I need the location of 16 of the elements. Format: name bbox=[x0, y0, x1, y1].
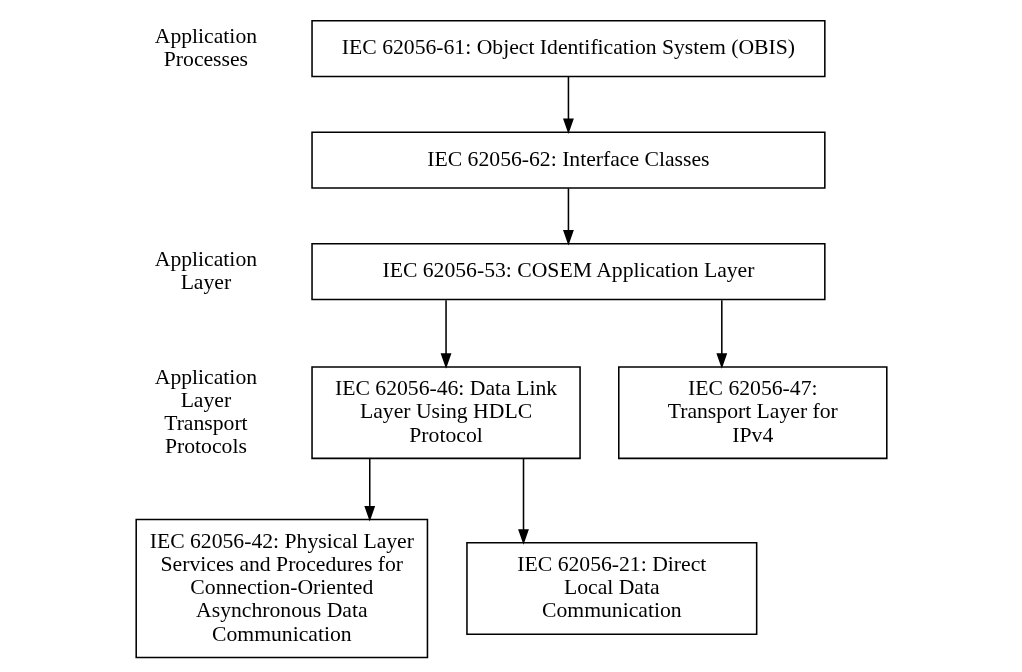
node-box: IEC 62056-46: Data Link Layer Using HDLC Protocol bbox=[310, 366, 581, 460]
node-box: IEC 62056-62: Interface Classes bbox=[310, 131, 826, 189]
label: Application Layer bbox=[154, 246, 257, 295]
arrow bbox=[562, 76, 574, 134]
node-box: IEC 62056-47: Transport Layer for IPv4 bbox=[617, 366, 888, 460]
node-box: IEC 62056-53: COSEM Application Layer bbox=[310, 243, 826, 301]
arrow bbox=[440, 299, 451, 369]
node-box: IEC 62056-61: Object Identification System (OBIS) bbox=[310, 19, 826, 78]
node-box: IEC 62056-21: Direct Local Data Communication bbox=[465, 542, 757, 635]
arrow bbox=[363, 457, 375, 522]
arrow bbox=[715, 299, 727, 369]
label: Application Processes bbox=[154, 23, 257, 71]
arrow bbox=[562, 187, 574, 246]
arrow bbox=[517, 457, 529, 545]
node-box: IEC 62056-42: Physical Layer Services and Procedures for Connection-Oriented Asynchronous Data Communication bbox=[134, 518, 428, 659]
label: Application Layer Transport Protocols bbox=[154, 364, 257, 459]
